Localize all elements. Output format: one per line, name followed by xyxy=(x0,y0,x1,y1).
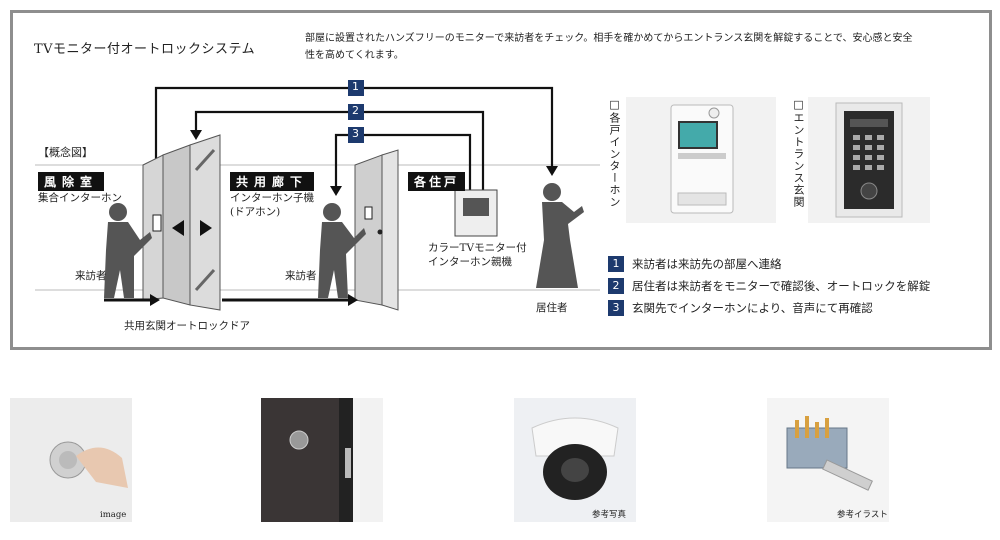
route-1-arrowhead xyxy=(546,166,558,176)
legend-item-2: 2 居住者は来訪者をモニターで確認後、オートロックを解錠 xyxy=(608,277,930,295)
section-title: TVモニター付オートロックシステム xyxy=(34,42,256,57)
autolock-door-label: 共用玄関オートロックドア xyxy=(124,320,250,332)
legend-text-2: 居住者は来訪者をモニターで確認後、オートロックを解錠 xyxy=(632,279,931,293)
entrance-panel-photo xyxy=(808,97,930,223)
step-marker-3 xyxy=(348,127,364,143)
legend-item-1: 1 来訪者は来訪先の部屋へ連絡 xyxy=(608,255,782,273)
unit-intercom-caption: □各戸インターホン xyxy=(608,98,621,208)
route-3-arrowhead xyxy=(330,186,342,196)
step-marker-2-digit: 2 xyxy=(352,104,359,117)
step-marker-3-digit: 3 xyxy=(352,127,359,140)
legend-text-1: 来訪者は来訪先の部屋へ連絡 xyxy=(632,257,782,271)
resident-silhouette xyxy=(536,183,584,288)
thumbnail-caption-4: 参考イラスト xyxy=(837,510,888,520)
step-marker-1 xyxy=(348,80,364,96)
legend-number-2: 2 xyxy=(608,278,624,294)
unit-intercom-photo xyxy=(626,97,776,223)
visitor-label-2: 来訪者 xyxy=(285,270,317,282)
route-3-line xyxy=(334,133,472,192)
resident-label: 居住者 xyxy=(536,302,568,314)
master-monitor-label-2: インターホン親機 xyxy=(428,256,512,268)
autolock-door-panel-b xyxy=(189,134,221,311)
visitor-silhouette-2 xyxy=(318,203,366,298)
walk-arrow-1-head xyxy=(150,294,160,306)
door-glass-stripe xyxy=(194,148,216,172)
zone-corridor-sub2: (ドアホン) xyxy=(230,206,281,218)
step-marker-2 xyxy=(348,104,364,120)
door-glass-stripe xyxy=(194,268,216,292)
entrance-caption: □エントランス玄関 xyxy=(792,98,805,208)
slide-right-arrow xyxy=(200,220,212,236)
route-2-arrowhead xyxy=(190,130,202,140)
thumbnail-caption-1: image xyxy=(100,510,127,520)
legend-number-3: 3 xyxy=(608,300,624,316)
door-intercom-handset xyxy=(364,206,373,220)
zone-windbreak-sub: 集合インターホン xyxy=(38,192,122,204)
door-knob xyxy=(377,229,383,235)
unit-door-frame xyxy=(354,154,383,306)
section-description: 部屋に設置されたハンズフリーのモニターで来訪者をチェック。相手を確かめてからエン… xyxy=(305,33,913,61)
zone-corridor-sub1: インターホン子機 xyxy=(230,192,314,204)
unit-door-panel xyxy=(381,149,399,311)
thumbnail-cylinder-illustration: 参考イラスト xyxy=(767,398,889,522)
legend-number-1: 1 xyxy=(608,256,624,272)
collective-intercom-panel xyxy=(152,214,162,232)
walk-arrow-2-head xyxy=(348,294,358,306)
legend-text-3: 玄関先でインターホンにより、音声にて再確認 xyxy=(632,301,873,315)
zone-dwelling: 各住戸 xyxy=(408,172,466,191)
legend-item-3: 3 玄関先でインターホンにより、音声にて再確認 xyxy=(608,299,873,317)
thumbnail-key-turn: image xyxy=(10,398,132,522)
zone-windbreak: 風除室 xyxy=(38,172,105,191)
visitor-silhouette-1 xyxy=(104,203,152,298)
visitor-label-1: 来訪者 xyxy=(75,270,107,282)
step-marker-1-digit: 1 xyxy=(352,80,359,93)
master-monitor-label-1: カラーTVモニター付 xyxy=(428,242,527,254)
master-monitor-screen xyxy=(463,198,489,216)
zone-corridor: 共用廊下 xyxy=(230,172,315,191)
thumbnail-security-camera: 参考写真 xyxy=(514,398,636,522)
thumbnail-caption-3: 参考写真 xyxy=(592,510,627,520)
concept-label: 【概念図】 xyxy=(38,146,93,159)
thumbnail-door-lock xyxy=(261,398,383,522)
route-2-line xyxy=(194,110,485,192)
slide-left-arrow xyxy=(172,220,184,236)
